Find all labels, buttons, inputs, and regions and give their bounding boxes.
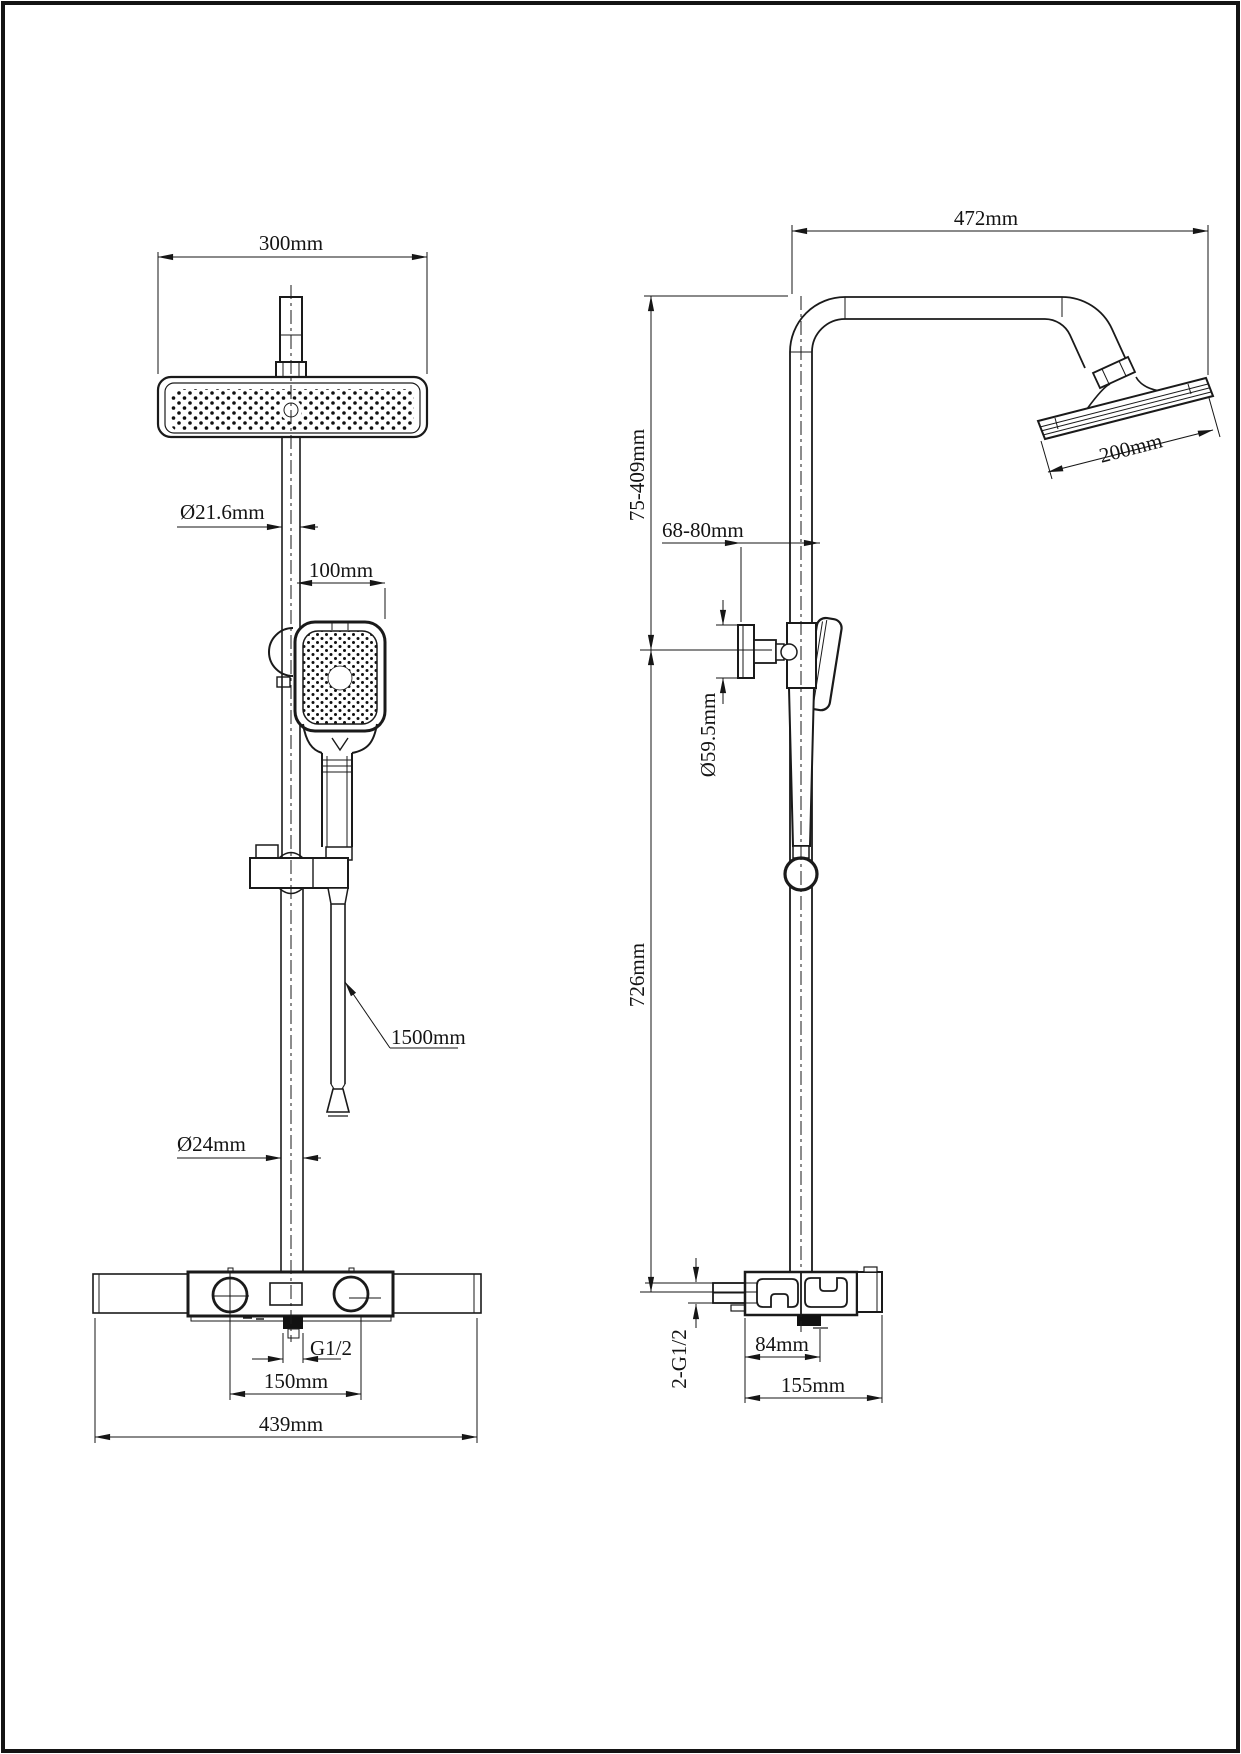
dim-label-hose-length: 1500mm — [391, 1025, 466, 1049]
dim-overall-width: 439mm — [94, 1318, 478, 1443]
display-window — [269, 1282, 303, 1306]
side-view: 472mm 200mm 75-409mm 68-80mm Ø59.5mm — [625, 206, 1221, 1403]
mixer-bar-right-shelf — [392, 1273, 482, 1314]
dim-hand-shower-offset: 100mm — [296, 558, 386, 619]
hand-shower-handle — [321, 753, 353, 861]
mixer-bar — [92, 1267, 482, 1339]
dim-wall-offset-range: 68-80mm — [662, 518, 820, 622]
outlet-stub — [283, 1316, 303, 1329]
mixer-bar-left-shelf — [92, 1273, 189, 1314]
dim-bracket-diameter: Ø59.5mm — [696, 600, 740, 777]
dim-label-head-depth: 200mm — [1097, 428, 1165, 467]
diverter-knob — [332, 1275, 370, 1313]
dim-label-handle-spacing: 150mm — [264, 1369, 328, 1393]
dim-inlet-thread: 2-G1/2 — [645, 1258, 757, 1389]
hose-connector — [327, 887, 349, 905]
dim-label-arm-reach: 472mm — [954, 206, 1018, 230]
dim-label-upper-adjust-range: 75-409mm — [625, 429, 649, 521]
dim-body-width: 155mm — [744, 1315, 883, 1403]
dim-hose-length: 1500mm — [344, 981, 466, 1049]
shower-arm — [789, 296, 1161, 410]
dim-upper-adjust-range: 75-409mm — [625, 295, 788, 651]
wall-flange — [737, 624, 755, 679]
dim-label-rail-dia: Ø24mm — [177, 1132, 246, 1156]
bottom-outlet-stub — [797, 1315, 821, 1326]
dim-upper-pipe-diameter: Ø21.6mm — [177, 500, 318, 531]
overhead-shower-head-side — [1036, 376, 1215, 441]
dim-handle-spacing: 150mm — [229, 1316, 362, 1400]
right-recess — [804, 1277, 848, 1308]
wall-bracket-side — [737, 622, 817, 689]
slider-release-button — [255, 844, 279, 859]
dim-label-rail-height: 726mm — [625, 943, 649, 1007]
slider-bracket — [249, 844, 349, 905]
dim-label-inlet-spacing: 84mm — [755, 1332, 809, 1356]
dim-label-outlet-thread: G1/2 — [310, 1336, 352, 1360]
dim-rail-height: 726mm — [625, 649, 757, 1293]
hand-shower — [293, 620, 387, 861]
front-view: 300mm Ø21.6mm 100mm 1500mm Ø24mm G1/ — [92, 231, 482, 1443]
dim-label-wall-offset-range: 68-80mm — [662, 518, 744, 542]
dim-arm-reach: 472mm — [791, 206, 1209, 375]
dim-label-inlet-thread: 2-G1/2 — [667, 1329, 691, 1389]
wall-bracket-front — [268, 627, 294, 688]
dim-label-bracket-dia: Ø59.5mm — [696, 693, 720, 778]
dim-outlet-thread: G1/2 — [252, 1333, 352, 1363]
dim-label-overall-width: 439mm — [259, 1412, 323, 1436]
riser-rail — [280, 437, 304, 1272]
arm-nut — [1091, 355, 1137, 390]
mixer-body-side — [712, 1266, 883, 1329]
dim-label-hand-shower-offset: 100mm — [309, 558, 373, 582]
shower-hose — [325, 904, 351, 1117]
dim-label-head-width: 300mm — [259, 231, 323, 255]
hose-end-cone — [325, 1088, 351, 1113]
dim-inlet-spacing: 84mm — [744, 1318, 821, 1362]
dim-label-body-width: 155mm — [781, 1373, 845, 1397]
left-recess — [756, 1278, 799, 1308]
rain-shower-head — [156, 375, 429, 439]
dim-rail-diameter: Ø24mm — [177, 1132, 321, 1162]
dim-head-width: 300mm — [157, 231, 428, 374]
dim-label-upper-pipe-dia: Ø21.6mm — [180, 500, 265, 524]
